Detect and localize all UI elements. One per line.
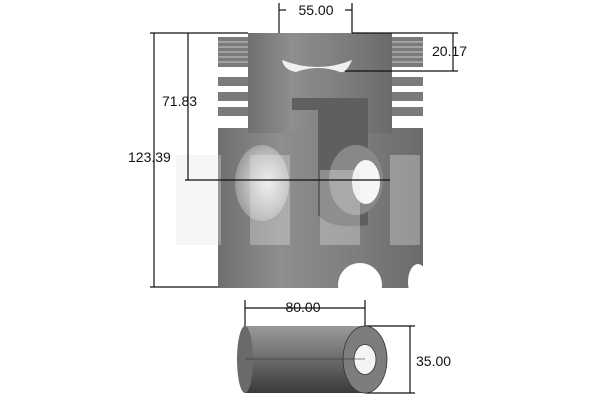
skirt-cutout xyxy=(338,263,382,307)
dimension-label: 20.17 xyxy=(432,43,467,59)
dimension-label: 123.39 xyxy=(128,149,171,165)
dimension-label: 55.00 xyxy=(298,2,333,18)
dimension-lines xyxy=(150,3,458,394)
watermark-logo xyxy=(176,155,420,245)
dimension-label: 35.00 xyxy=(416,353,451,369)
skirt-cutout-right xyxy=(408,264,428,300)
piston-pin xyxy=(237,325,388,394)
ring-grooves-left xyxy=(218,37,248,116)
pin-bore xyxy=(353,344,377,375)
pin-bore-through xyxy=(352,160,380,204)
piston xyxy=(218,33,428,307)
combustion-bowl xyxy=(282,60,352,73)
ring-groove-lines xyxy=(218,41,423,63)
ring-grooves-right xyxy=(392,37,423,116)
dimension-label: 71.83 xyxy=(162,93,197,109)
pin-bore-left xyxy=(235,145,289,221)
dimension-label: 80.00 xyxy=(285,299,320,315)
